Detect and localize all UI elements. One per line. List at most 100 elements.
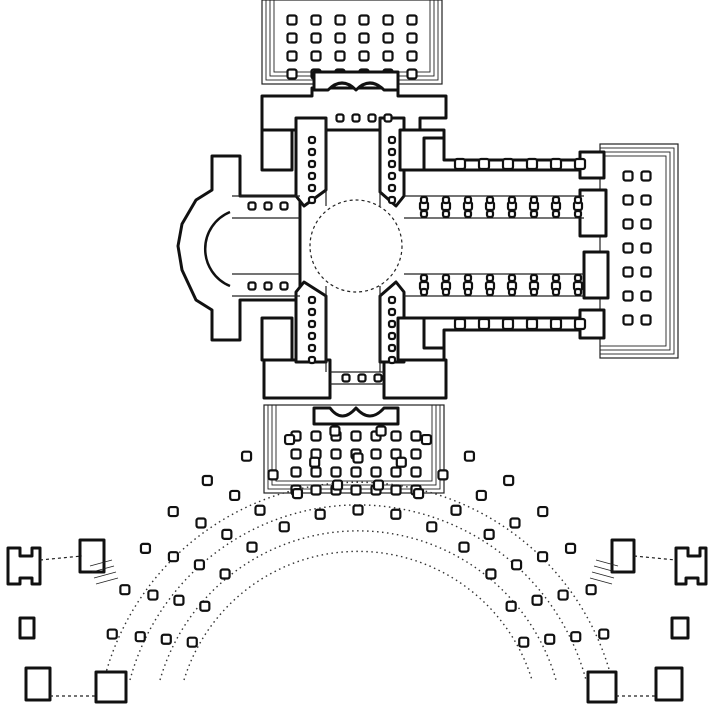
column [310, 430, 322, 442]
column [307, 159, 317, 169]
column [485, 195, 495, 205]
column [286, 50, 298, 62]
column [537, 505, 549, 518]
column [334, 50, 346, 62]
column [195, 517, 207, 529]
column [549, 157, 563, 171]
column [463, 450, 476, 462]
column [307, 343, 317, 353]
column [485, 287, 495, 297]
column [307, 135, 317, 145]
column [358, 14, 370, 26]
column [390, 430, 402, 442]
column [387, 343, 397, 353]
column [387, 171, 397, 181]
column [640, 242, 652, 254]
column [291, 487, 304, 500]
colonnade-arcs [103, 481, 613, 681]
column [358, 32, 370, 44]
column [485, 209, 495, 219]
column [106, 628, 118, 640]
column [283, 433, 296, 446]
column [573, 195, 583, 205]
column [509, 517, 521, 529]
column [307, 319, 317, 329]
column [307, 307, 317, 317]
column [147, 589, 159, 601]
column [529, 287, 539, 297]
column [387, 295, 397, 305]
column [307, 295, 317, 305]
column [310, 14, 322, 26]
column [352, 504, 364, 516]
column [507, 209, 517, 219]
basilica-walls [176, 86, 610, 400]
column [240, 450, 253, 462]
column [160, 633, 172, 645]
column [622, 194, 634, 206]
column [334, 32, 346, 44]
column [199, 600, 211, 612]
column [507, 273, 517, 283]
column [173, 594, 185, 606]
column [334, 14, 346, 26]
column [134, 631, 146, 643]
column [247, 281, 257, 291]
column [441, 209, 451, 219]
column [518, 636, 530, 648]
portico-heads [312, 70, 400, 426]
column [367, 113, 377, 123]
column [329, 425, 341, 437]
column [307, 355, 317, 365]
column [341, 373, 351, 383]
column [419, 209, 429, 219]
column [441, 273, 451, 283]
column [510, 559, 523, 571]
column [247, 201, 257, 211]
column [279, 281, 289, 291]
column [529, 209, 539, 219]
column [585, 584, 597, 596]
column [330, 448, 342, 460]
column [375, 425, 387, 437]
column [450, 504, 462, 516]
column [387, 355, 397, 365]
column [507, 195, 517, 205]
column [382, 14, 394, 26]
column [441, 195, 451, 205]
column [412, 487, 425, 500]
column [573, 287, 583, 297]
column [267, 469, 279, 481]
column [410, 448, 422, 460]
column [370, 466, 382, 478]
column [437, 469, 449, 481]
column [387, 195, 397, 205]
column [350, 430, 362, 442]
column [286, 68, 298, 80]
column [119, 584, 131, 596]
column [551, 209, 561, 219]
column [406, 50, 418, 62]
column [387, 183, 397, 193]
column [279, 201, 289, 211]
column [622, 170, 634, 182]
column [193, 559, 206, 571]
column [201, 474, 213, 487]
column [139, 542, 152, 554]
column [573, 157, 587, 171]
column [307, 195, 317, 205]
column [387, 135, 397, 145]
column [622, 266, 634, 278]
column [186, 636, 198, 648]
column [458, 541, 470, 553]
column [536, 551, 549, 563]
column [390, 484, 402, 496]
column [286, 32, 298, 44]
column [598, 628, 610, 640]
column [406, 32, 418, 44]
column [382, 50, 394, 62]
column [330, 466, 342, 478]
column [350, 484, 362, 496]
column [441, 287, 451, 297]
column [640, 170, 652, 182]
